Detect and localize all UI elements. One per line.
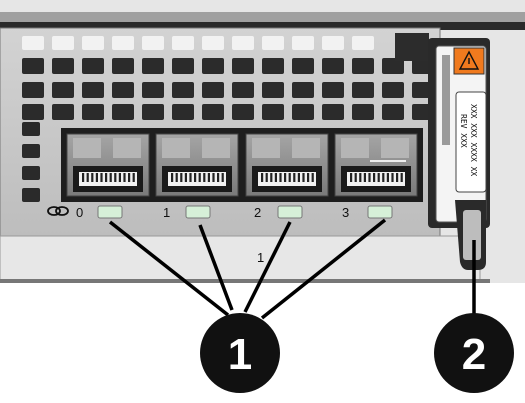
release-module: XXX XXX XXXX XX REV XXX <box>428 38 490 228</box>
vent-slot <box>82 104 104 120</box>
vent-slot <box>322 82 344 98</box>
vent-slot <box>172 82 194 98</box>
callout-2-number: 2 <box>462 330 486 379</box>
vent-slot <box>172 104 194 120</box>
port-activity-leds <box>97 205 393 219</box>
vent-slot <box>172 36 194 50</box>
vent-slot <box>232 58 254 74</box>
vent-slot <box>52 36 74 50</box>
vent-slot <box>82 58 104 74</box>
vent-slot <box>382 58 404 74</box>
vent-slot <box>82 82 104 98</box>
vent-slot <box>232 36 254 50</box>
vent-slot <box>142 36 164 50</box>
vent-slot <box>352 36 374 50</box>
vent-slot <box>202 82 224 98</box>
ventilation-grille <box>22 36 434 120</box>
callout-2: 2 <box>434 313 514 393</box>
vent-slot <box>382 82 404 98</box>
vent-slot <box>292 104 314 120</box>
led-2 <box>277 205 303 219</box>
vent-slot <box>22 58 44 74</box>
vent-slot <box>202 58 224 74</box>
vent-slot <box>382 104 404 120</box>
vent-slot <box>52 58 74 74</box>
side-slots <box>22 122 40 202</box>
vent-slot <box>352 58 374 74</box>
vent-slot <box>142 58 164 74</box>
vent-slot <box>142 104 164 120</box>
rj45-port-3[interactable] <box>329 128 423 202</box>
vent-slot <box>52 104 74 120</box>
vent-slot <box>292 36 314 50</box>
callout-leader-lines <box>108 218 476 320</box>
revision-number: REV XXX <box>459 114 468 148</box>
link-chain-icon <box>47 206 69 216</box>
vent-slot <box>292 82 314 98</box>
rj45-port-1[interactable] <box>150 128 244 202</box>
vent-slot <box>112 58 134 74</box>
vent-slot <box>232 82 254 98</box>
vent-slot <box>352 82 374 98</box>
bracket-block <box>395 33 429 61</box>
release-latch[interactable] <box>455 200 486 270</box>
vent-slot <box>22 104 44 120</box>
vent-slot <box>22 82 44 98</box>
vent-slot <box>262 36 284 50</box>
vent-slot <box>262 104 284 120</box>
vent-slot <box>322 36 344 50</box>
led-3 <box>367 205 393 219</box>
vent-slot <box>322 104 344 120</box>
warning-triangle-icon <box>458 50 480 70</box>
rj45-port-group <box>61 128 423 202</box>
vent-slot <box>322 58 344 74</box>
vent-slot <box>292 58 314 74</box>
port-label-1: 1 <box>163 205 170 220</box>
vent-slot <box>352 104 374 120</box>
led-0 <box>97 205 123 219</box>
led-1 <box>185 205 211 219</box>
vent-slot <box>262 82 284 98</box>
port-label-2: 2 <box>254 205 261 220</box>
vent-slot <box>82 36 104 50</box>
port-label-3: 3 <box>342 205 349 220</box>
vent-slot <box>52 82 74 98</box>
rj45-port-2[interactable] <box>240 128 334 202</box>
vent-slot <box>112 104 134 120</box>
rj45-port-0[interactable] <box>61 128 155 202</box>
vent-slot <box>112 82 134 98</box>
port-group-label: 1 <box>257 250 264 265</box>
vent-slot <box>202 104 224 120</box>
callout-1-number: 1 <box>228 330 252 379</box>
vent-slot <box>202 36 224 50</box>
vent-slot <box>262 58 284 74</box>
vent-slot <box>232 104 254 120</box>
callout-1: 1 <box>200 313 280 393</box>
vent-slot <box>112 36 134 50</box>
vent-slot <box>142 82 164 98</box>
vent-slot <box>22 36 44 50</box>
port-label-0: 0 <box>76 205 83 220</box>
serial-number: XXX XXX XXXX XX <box>469 104 478 176</box>
vent-slot <box>172 58 194 74</box>
